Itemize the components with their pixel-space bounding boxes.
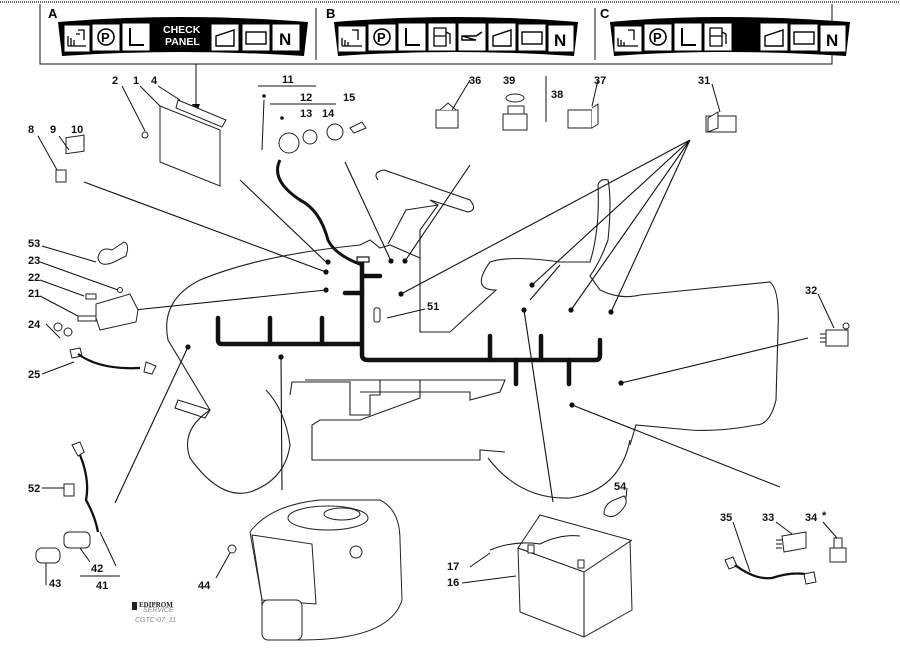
svg-text:P: P <box>653 30 662 45</box>
label-16: 16 <box>447 577 459 589</box>
choke-icon <box>63 24 91 53</box>
panel-c-label: C <box>600 6 610 21</box>
label-53: 53 <box>28 238 40 250</box>
label-11: 11 <box>282 74 294 86</box>
neutral-text: N <box>826 31 838 50</box>
svg-text:P: P <box>377 30 386 45</box>
label-44: 44 <box>198 580 211 592</box>
part-lamp-41-43-52: 52 42 41 43 <box>28 441 120 592</box>
label-1: 1 <box>133 75 139 87</box>
label-9: 9 <box>50 124 56 136</box>
footer-code: CGTC-07_11 <box>135 617 176 624</box>
leader-lines <box>83 139 809 504</box>
label-36: 36 <box>469 75 481 87</box>
check-panel-line2: PANEL <box>165 36 200 48</box>
logo-mark <box>132 602 137 610</box>
wiring-harness <box>215 159 603 387</box>
label-41: 41 <box>96 580 108 592</box>
svg-text:P: P <box>101 30 110 45</box>
part-solenoid-21-25: 53 23 22 21 24 25 <box>28 238 157 381</box>
part-battery-16-17-54: 17 16 54 <box>447 481 633 638</box>
fuel-icon <box>427 22 457 52</box>
panel-a: A P CHECK PANEL N <box>48 6 308 56</box>
label-21: 21 <box>28 288 40 300</box>
label-25: 25 <box>28 369 40 381</box>
label-8: 8 <box>28 124 34 136</box>
label-32: 32 <box>805 285 817 297</box>
part-51: 51 <box>373 301 439 323</box>
neutral-icon <box>271 23 301 52</box>
label-22: 22 <box>28 272 40 284</box>
grass-bag-icon <box>487 22 517 52</box>
footer-logo-sub: SERVICE <box>143 607 174 614</box>
tractor-outline <box>166 169 779 499</box>
label-10: 10 <box>71 124 83 136</box>
label-51: 51 <box>427 301 439 313</box>
label-52: 52 <box>28 483 40 495</box>
label-2: 2 <box>112 75 118 87</box>
seat-icon <box>673 22 703 52</box>
label-13: 13 <box>300 108 312 120</box>
label-23: 23 <box>28 255 40 267</box>
label-4: 4 <box>151 75 158 87</box>
label-34: 34 <box>805 512 818 524</box>
label-42: 42 <box>91 563 103 575</box>
seat-icon <box>121 22 151 52</box>
part-engine: 44 <box>198 499 403 641</box>
label-39: 39 <box>503 75 515 87</box>
label-54: 54 <box>614 481 627 493</box>
label-33: 33 <box>762 512 774 524</box>
panel-a-label: A <box>48 6 58 21</box>
part-ignition-switch-11-15: 11 12 13 14 15 <box>258 74 367 154</box>
panel-b-label: B <box>326 6 335 21</box>
panel-b: B P N <box>326 6 578 56</box>
label-24: 24 <box>28 319 41 331</box>
footer: EDIPROM SERVICE CGTC-07_11 <box>132 601 176 624</box>
check-panel-line1: CHECK <box>163 24 201 36</box>
part-microswitch-32: 32 <box>805 285 850 347</box>
label-35: 35 <box>720 512 732 524</box>
panel-c: C P N <box>600 6 850 56</box>
footer-logo: EDIPROM <box>139 601 173 609</box>
grass-bag-icon <box>210 23 240 52</box>
neutral-text: N <box>279 30 291 49</box>
label-15: 15 <box>343 92 355 104</box>
label-34-note: * <box>822 510 827 522</box>
grass-bag-icon <box>759 22 789 52</box>
label-17: 17 <box>447 561 459 573</box>
label-31: 31 <box>698 75 710 87</box>
neutral-icon <box>547 24 575 53</box>
label-37: 37 <box>594 75 606 87</box>
label-12: 12 <box>300 92 312 104</box>
part-parts-33-35: 35 33 34 * <box>720 510 847 585</box>
connection-points <box>185 258 624 408</box>
part-switches-31-39: 36 39 38 37 31 <box>435 75 737 133</box>
seat-icon <box>397 22 427 52</box>
label-43: 43 <box>49 578 61 590</box>
label-14: 14 <box>322 108 335 120</box>
part-circuit-board-1-2-4: 2 1 4 <box>112 75 227 187</box>
label-38: 38 <box>551 89 563 101</box>
fuel-icon <box>703 22 733 52</box>
part-relay-8-9-10: 8 9 10 <box>28 124 85 183</box>
neutral-text: N <box>554 31 566 50</box>
neutral-icon <box>819 24 847 53</box>
